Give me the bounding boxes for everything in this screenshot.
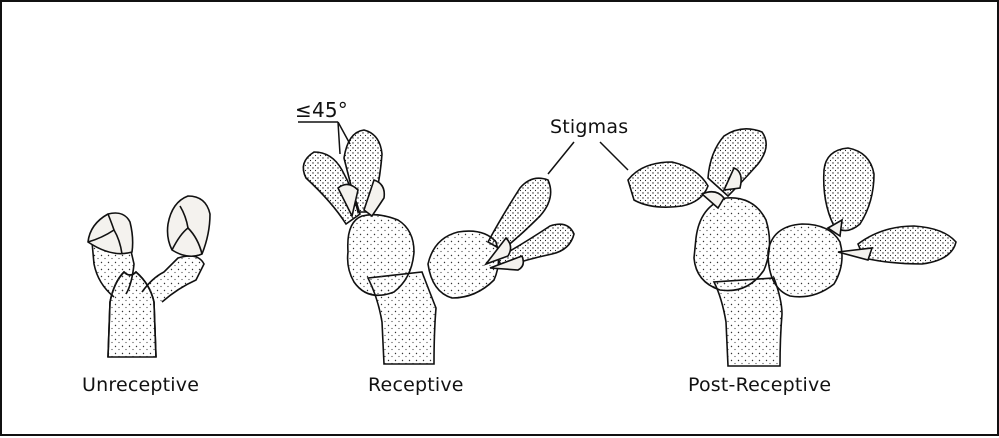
angle-label: ≤45° bbox=[295, 98, 348, 122]
angle-indicator bbox=[298, 122, 350, 154]
stage-label-post-receptive: Post-Receptive bbox=[688, 374, 831, 396]
post-receptive-flower bbox=[628, 129, 956, 366]
stigmas-leader-lines bbox=[548, 142, 628, 174]
stage-label-unreceptive: Unreceptive bbox=[82, 374, 199, 396]
receptive-flower bbox=[303, 130, 574, 364]
unreceptive-flower bbox=[88, 196, 210, 357]
stage-label-receptive: Receptive bbox=[368, 374, 464, 396]
stigmas-label: Stigmas bbox=[550, 116, 628, 138]
